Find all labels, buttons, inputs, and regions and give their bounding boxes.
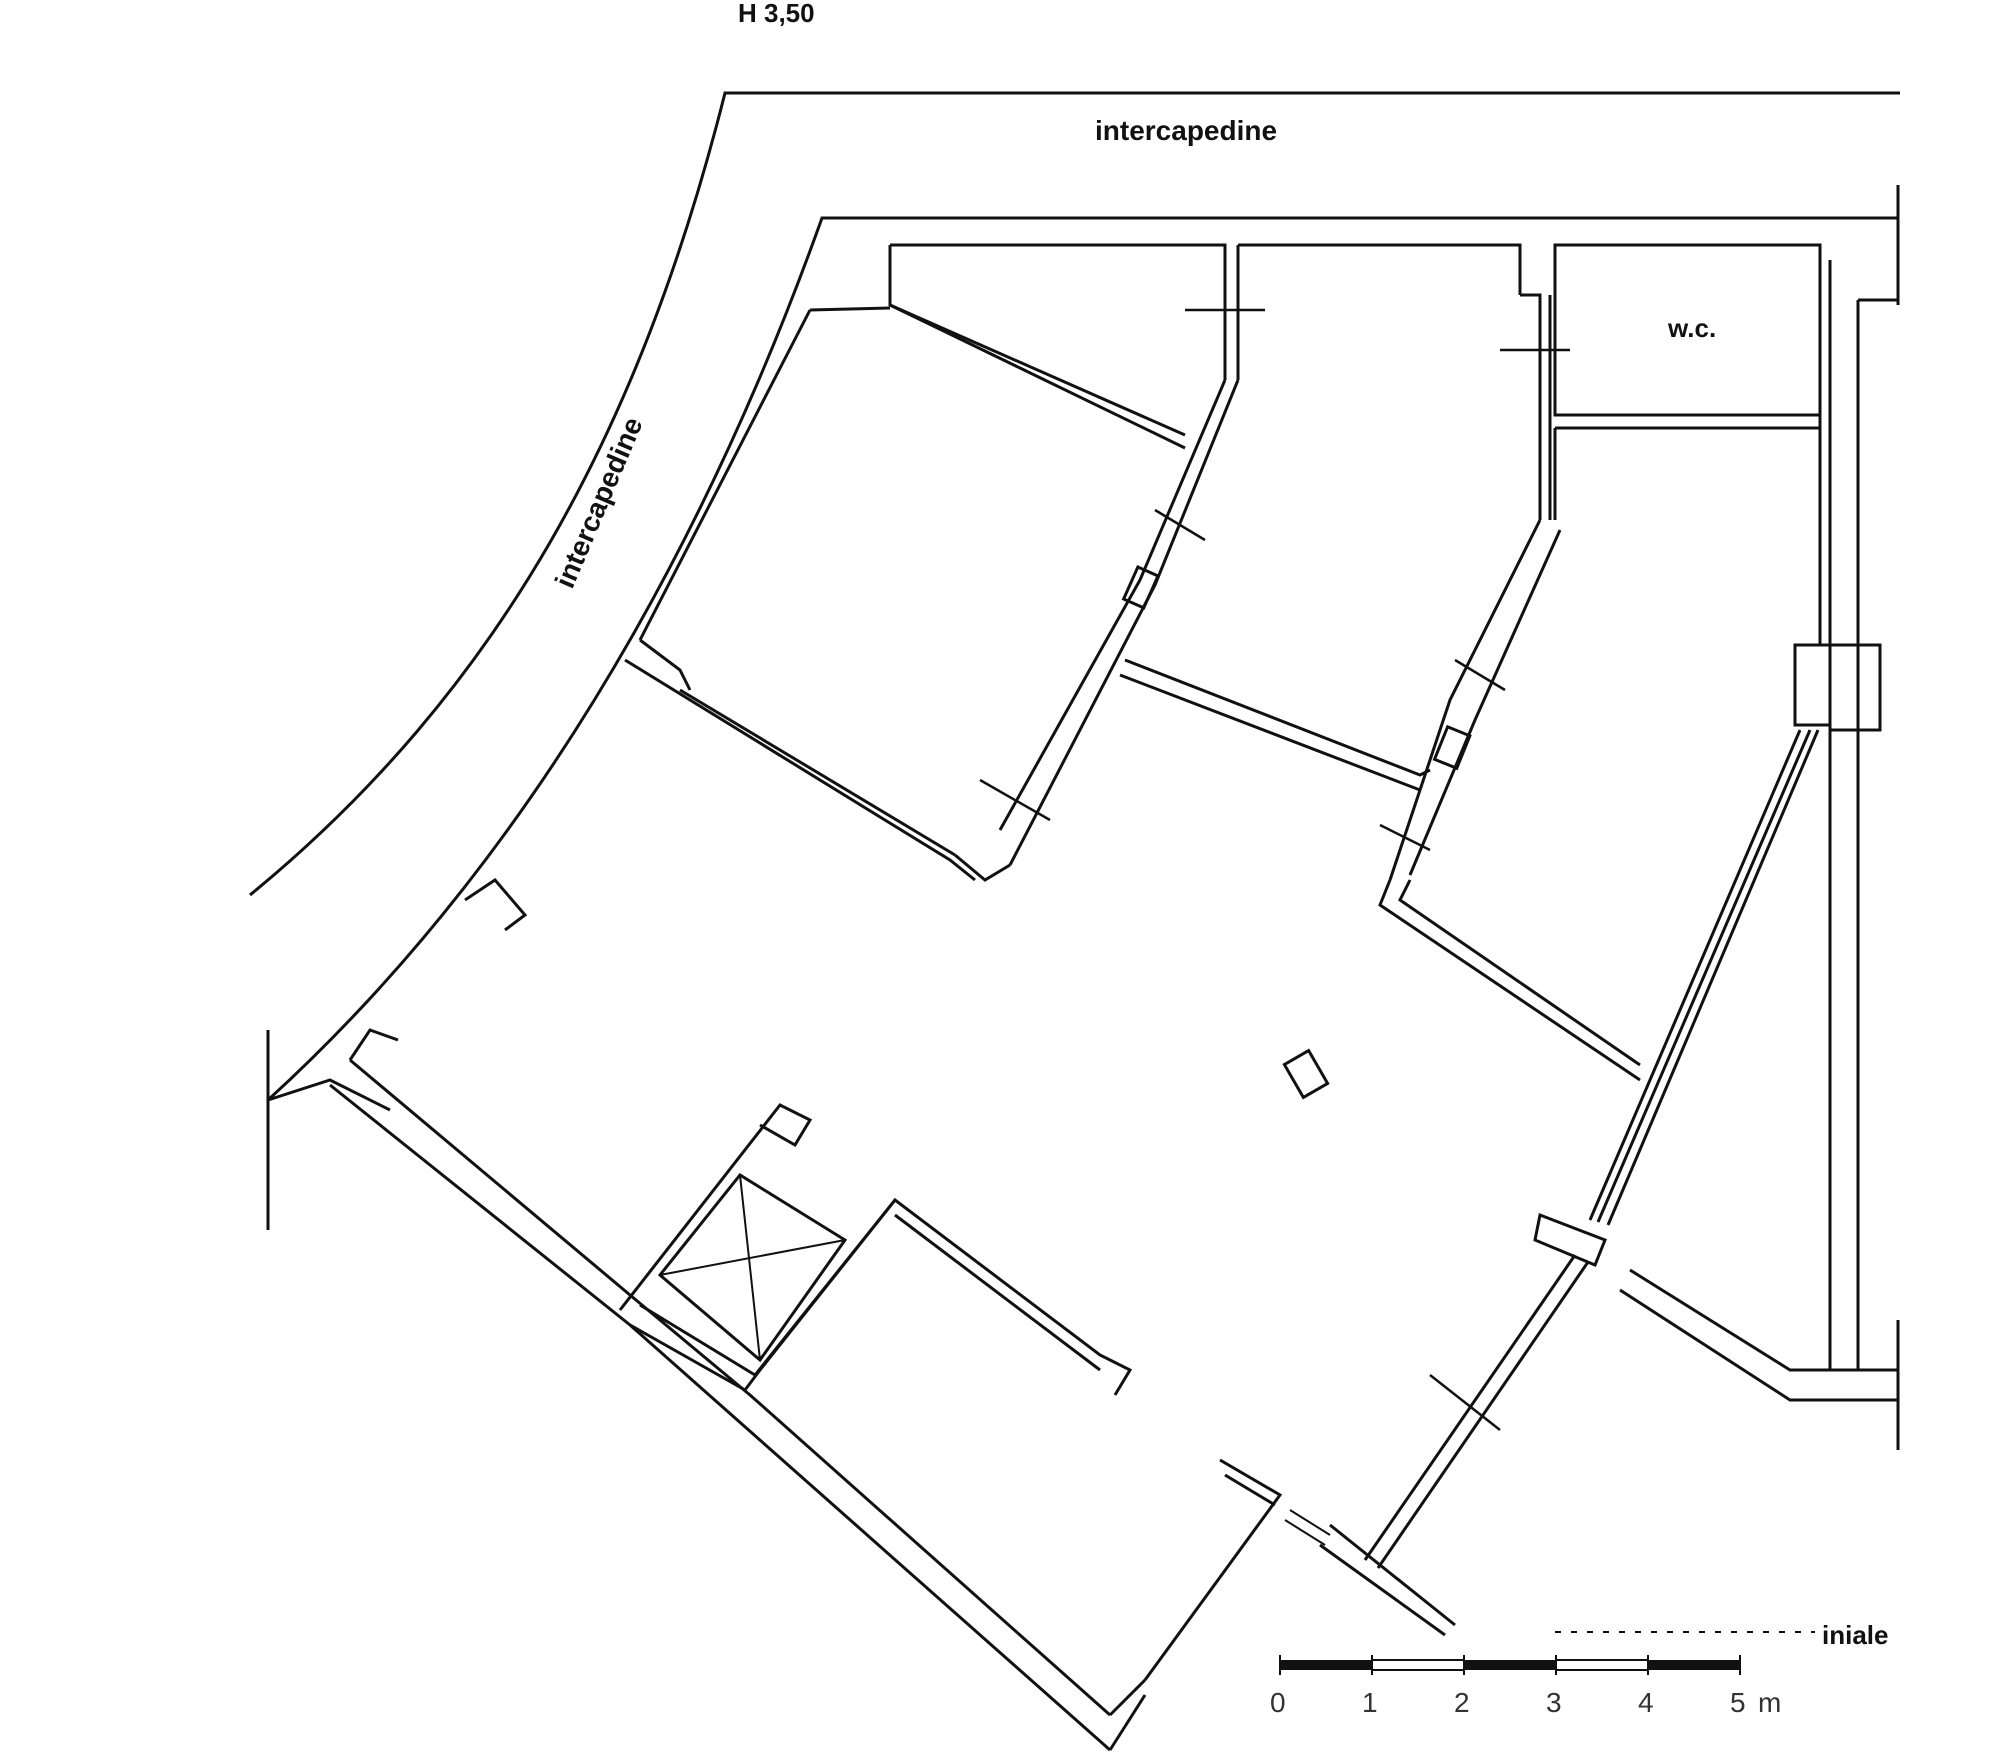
scale-tick-0: 0: [1270, 1687, 1286, 1718]
scale-tick-5: 5: [1730, 1687, 1746, 1718]
scale-tick-1: 1: [1362, 1687, 1378, 1718]
scale-bar: [1279, 1655, 1741, 1675]
perimeter-walls: [267, 260, 1900, 1752]
scale-tick-2: 2: [1454, 1687, 1470, 1718]
scale-tick-4: 4: [1638, 1687, 1654, 1718]
height-label: H 3,50: [738, 0, 815, 28]
scale-tick-3: 3: [1546, 1687, 1562, 1718]
wc-label: w.c.: [1667, 313, 1716, 343]
intercapedine-top-label: intercapedine: [1095, 115, 1277, 146]
intercapedine-side-label: intercapedine: [549, 413, 649, 593]
door-markers: [979, 308, 1570, 1431]
scale-unit: m: [1758, 1687, 1781, 1718]
inner-partitions: [464, 243, 1882, 1681]
partial-label-iniale: iniale: [1822, 1620, 1888, 1650]
intercapedine-boundary: [249, 91, 1900, 1230]
